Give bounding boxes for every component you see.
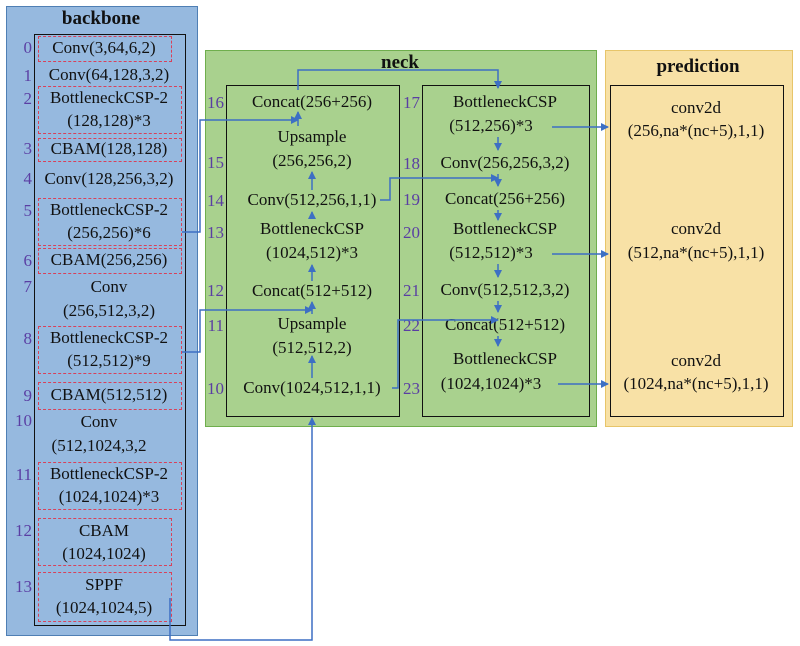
neck-layer-label: Conv(512,512,3,2) [440, 280, 570, 299]
layer-index: 13 [207, 223, 224, 242]
neck-layer-label: Upsample [277, 314, 347, 333]
neck-layer-label: Conv(512,256,1,1) [247, 190, 377, 209]
backbone-layer-label: (128,128)*3 [67, 111, 151, 130]
prediction-head-label: (256,na*(nc+5),1,1) [627, 121, 765, 140]
layer-index: 5 [23, 201, 33, 220]
backbone-highlight-box [38, 198, 182, 246]
layer-index: 12 [207, 281, 224, 300]
layer-index: 0 [23, 38, 33, 57]
neck-layer-label: (256,256,2) [272, 151, 352, 170]
layer-index: 22 [403, 316, 420, 335]
layer-index: 13 [15, 577, 32, 596]
layer-index: 21 [403, 281, 420, 300]
backbone-layer-label: (1024,1024,5) [55, 598, 153, 617]
backbone-layer-label: (1024,1024) [62, 544, 146, 563]
layer-index: 16 [207, 93, 224, 112]
neck-layer-label: (512,256)*3 [449, 116, 533, 135]
backbone-layer-label: CBAM(256,256) [50, 250, 168, 269]
backbone-highlight-box [38, 326, 182, 374]
neck-layer-label: Conv(1024,512,1,1) [243, 378, 381, 397]
backbone-layer-label: Conv(128,256,3,2) [44, 169, 174, 188]
backbone-layer-label: BottleneckCSP-2 [49, 328, 169, 347]
neck-layer-label: BottleneckCSP [453, 219, 557, 238]
neck-layer-label: Concat(256+256) [251, 92, 373, 111]
layer-index: 11 [15, 465, 32, 484]
neck-layer-label: Concat(512+512) [444, 315, 566, 334]
layer-index: 19 [403, 190, 420, 209]
backbone-highlight-box [38, 86, 182, 134]
neck-right-column-box [422, 85, 590, 417]
layer-index: 9 [23, 386, 33, 405]
backbone-layer-label: CBAM(512,512) [50, 385, 168, 404]
neck-layer-label: (512,512)*3 [449, 243, 533, 262]
backbone-highlight-box [38, 248, 182, 274]
backbone-highlight-box [38, 138, 182, 162]
neck-layer-label: BottleneckCSP [453, 349, 557, 368]
backbone-layer-label: (256,512,3,2) [62, 301, 156, 320]
neck-layer-label: Concat(512+512) [251, 281, 373, 300]
backbone-layer-label: CBAM(128,128) [50, 139, 168, 158]
neck-title: neck [381, 52, 419, 73]
layer-index: 10 [207, 379, 224, 398]
backbone-layer-label: (512,512)*9 [67, 351, 151, 370]
neck-layer-label: BottleneckCSP [260, 219, 364, 238]
backbone-title: backbone [61, 8, 141, 29]
layer-index: 4 [23, 169, 33, 188]
layer-index: 14 [207, 191, 224, 210]
neck-layer-label: (1024,512)*3 [265, 243, 359, 262]
backbone-layer-label: BottleneckCSP-2 [49, 88, 169, 107]
backbone-layer-label: Conv [90, 277, 128, 296]
backbone-highlight-box [38, 36, 172, 62]
neck-layer-label: Upsample [277, 127, 347, 146]
layer-index: 10 [15, 411, 32, 430]
layer-index: 18 [403, 154, 420, 173]
layer-index: 6 [23, 251, 33, 270]
layer-index: 11 [207, 316, 224, 335]
neck-layer-label: (1024,1024)*3 [440, 374, 542, 393]
layer-index: 7 [23, 277, 33, 296]
backbone-layer-label: (1024,1024)*3 [58, 487, 160, 506]
layer-index: 2 [23, 89, 33, 108]
prediction-head-label: (1024,na*(nc+5),1,1) [623, 374, 769, 393]
neck-layer-label: Concat(256+256) [444, 189, 566, 208]
backbone-layer-label: Conv(64,128,3,2) [48, 65, 170, 84]
layer-index: 17 [403, 93, 420, 112]
prediction-panel [605, 50, 793, 427]
backbone-layer-label: Conv [80, 412, 118, 431]
backbone-layer-label: (512,1024,3,2 [51, 436, 147, 455]
layer-index: 20 [403, 223, 420, 242]
prediction-head-label: conv2d [670, 98, 722, 117]
layer-index: 8 [23, 329, 33, 348]
backbone-layer-label: SPPF [85, 575, 123, 594]
prediction-box [610, 85, 784, 417]
layer-index: 15 [207, 153, 224, 172]
prediction-head-label: conv2d [670, 351, 722, 370]
neck-layer-label: BottleneckCSP [453, 92, 557, 111]
backbone-layer-label: BottleneckCSP-2 [49, 200, 169, 219]
neck-layer-label: Conv(256,256,3,2) [440, 153, 570, 172]
prediction-title: prediction [656, 56, 740, 77]
layer-index: 3 [23, 139, 33, 158]
backbone-layer-label: (256,256)*6 [67, 223, 151, 242]
backbone-highlight-box [38, 382, 182, 410]
layer-index: 1 [23, 66, 33, 85]
layer-index: 12 [15, 521, 32, 540]
backbone-layer-label: CBAM [78, 521, 130, 540]
neck-layer-label: (512,512,2) [272, 338, 352, 357]
prediction-head-label: conv2d [670, 219, 722, 238]
backbone-layer-label: BottleneckCSP-2 [49, 464, 169, 483]
prediction-head-label: (512,na*(nc+5),1,1) [627, 243, 765, 262]
layer-index: 23 [403, 379, 420, 398]
backbone-layer-label: Conv(3,64,6,2) [52, 38, 156, 57]
